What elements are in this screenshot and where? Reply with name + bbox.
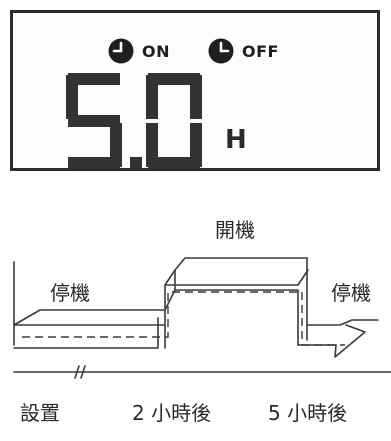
axis-break-mark — [74, 365, 86, 379]
state-off-left-label: 停機 — [50, 281, 90, 305]
off-level-top — [13, 289, 176, 326]
digit-segment-a — [68, 73, 120, 85]
rise-edge-back — [174, 257, 308, 291]
digit-segment-b — [190, 75, 202, 119]
rise-edge-front — [164, 269, 176, 326]
time-label-5h: 5 小時後 — [268, 401, 348, 425]
on-level-front — [164, 269, 309, 286]
digit-segment-a — [148, 73, 200, 85]
digit-segment-e — [146, 123, 158, 167]
dashed-trace — [22, 291, 345, 346]
timer-off-label: OFF — [242, 41, 279, 61]
digit-segment-d — [148, 157, 200, 169]
digit-segment-d — [68, 157, 120, 169]
timer-off-indicator: OFF — [208, 36, 279, 66]
clock-off-icon — [208, 38, 234, 64]
timer-on-indicator: ON — [108, 36, 170, 66]
on-level-inner — [174, 289, 299, 346]
state-on-label: 開機 — [215, 218, 255, 242]
timer-on-label: ON — [142, 41, 170, 61]
state-off-right-label: 停機 — [331, 281, 371, 305]
time-label-set: 設置 — [20, 401, 60, 425]
time-label-2h: 2 小時後 — [132, 401, 212, 425]
hours-unit-label: H — [225, 125, 247, 155]
decimal-point-segment — [130, 157, 142, 169]
digit-segment-f — [146, 75, 158, 119]
time-reading — [66, 73, 202, 169]
digit-segment-c — [190, 123, 202, 167]
digit-segment-f — [66, 75, 78, 119]
digit-segment-c — [110, 123, 122, 167]
lcd-display: ON OFF H — [10, 10, 380, 171]
right-off-level-top — [306, 319, 379, 326]
arrow-head — [334, 324, 366, 358]
digit-segment-g — [68, 115, 120, 127]
power-timing-diagram — [13, 257, 391, 379]
clock-on-icon — [108, 38, 134, 64]
off-level-bottom — [13, 317, 159, 349]
